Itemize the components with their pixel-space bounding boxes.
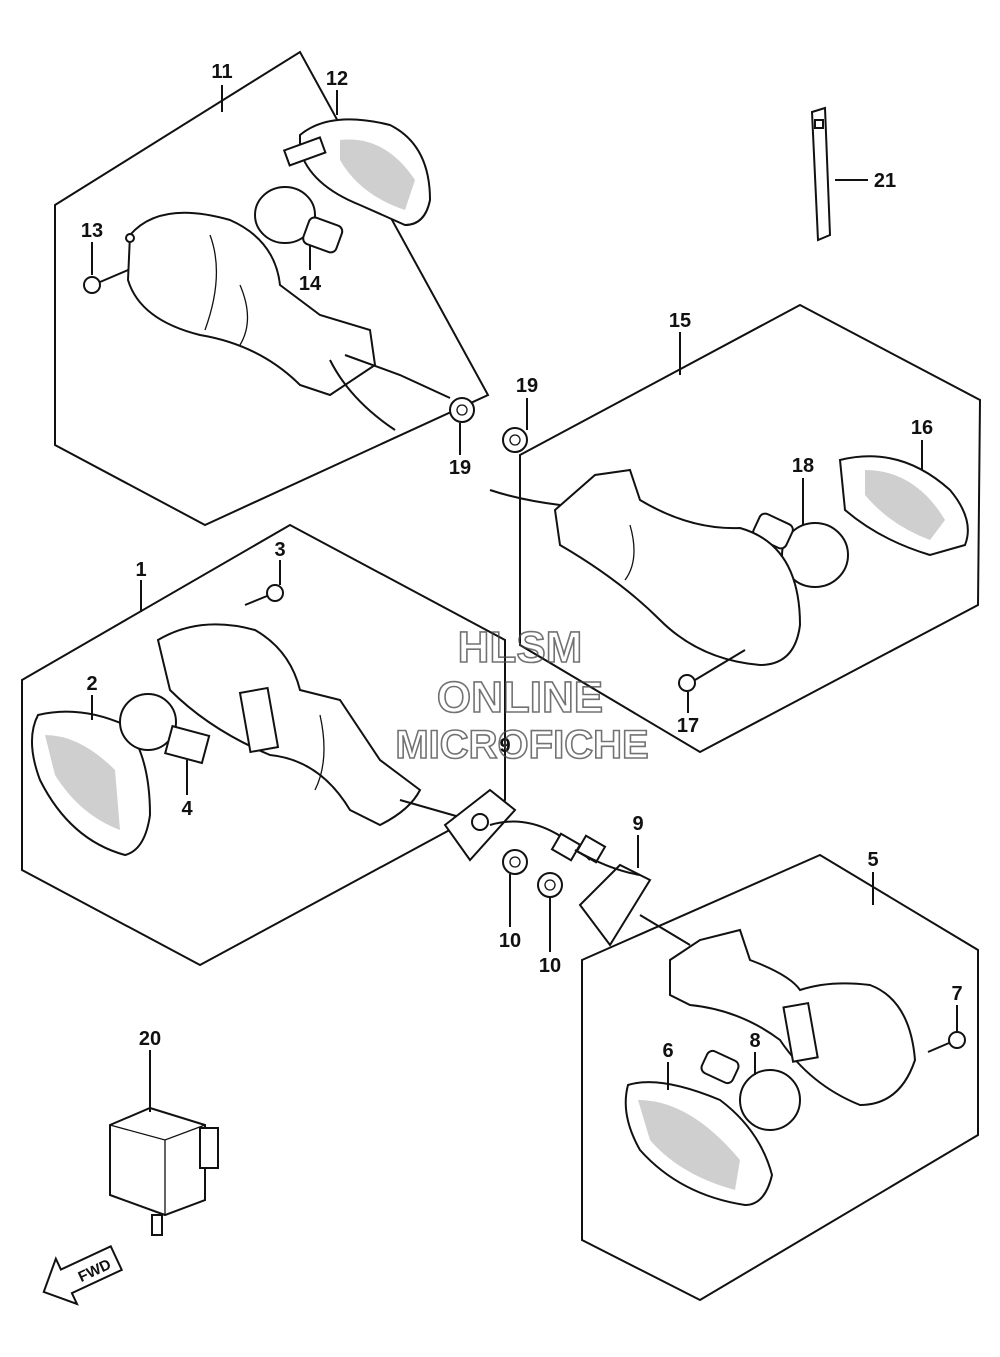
callout-10-b: 10 xyxy=(539,955,561,977)
callout-15: 15 xyxy=(669,310,691,332)
bulb-14 xyxy=(254,186,344,254)
assembly-box-5 xyxy=(581,853,979,1302)
nut-10-b xyxy=(537,872,563,898)
watermark-line-2: ONLINE xyxy=(437,673,603,722)
screw-17 xyxy=(678,649,746,692)
callout-9-a: 9 xyxy=(499,735,510,757)
callout-4: 4 xyxy=(181,798,193,820)
lens-6 xyxy=(624,1081,774,1207)
callout-19-a: 19 xyxy=(516,375,538,397)
watermark-line-1: HLSM xyxy=(458,623,583,672)
lens-12 xyxy=(282,118,432,227)
watermark: HLSM ONLINE MICROFICHE xyxy=(395,622,650,768)
callout-18: 18 xyxy=(792,455,814,477)
screw-13 xyxy=(83,269,129,294)
callout-19-b: 19 xyxy=(449,457,471,479)
assembly-box-11 xyxy=(54,50,490,527)
leader-lines xyxy=(91,85,958,1112)
screw-7 xyxy=(927,1031,966,1053)
callout-13: 13 xyxy=(81,220,103,242)
callout-21: 21 xyxy=(874,170,896,192)
callout-12: 12 xyxy=(326,68,348,90)
nut-19-a xyxy=(449,397,475,423)
callout-7: 7 xyxy=(951,983,962,1005)
turn-signal-housing-1 xyxy=(156,623,471,827)
callout-20: 20 xyxy=(139,1028,161,1050)
callout-16: 16 xyxy=(911,417,933,439)
assembly-box-15 xyxy=(489,303,982,754)
turn-signal-housing-15 xyxy=(489,468,802,667)
callout-6: 6 xyxy=(662,1040,673,1062)
nut-19-b xyxy=(502,427,528,453)
callout-17: 17 xyxy=(677,715,699,737)
turn-signal-housing-11 xyxy=(125,211,451,431)
callout-10-a: 10 xyxy=(499,930,521,952)
gasket-9-right xyxy=(550,832,652,947)
gasket-9-left xyxy=(443,788,607,864)
callout-14: 14 xyxy=(299,273,322,295)
callout-5: 5 xyxy=(867,849,878,871)
bulb-8 xyxy=(700,1049,801,1131)
callout-1: 1 xyxy=(135,559,146,581)
turn-signal-housing-5 xyxy=(639,914,917,1107)
nut-10-a xyxy=(502,849,528,875)
lens-16 xyxy=(838,455,969,557)
lens-2 xyxy=(30,710,152,857)
callout-8: 8 xyxy=(749,1030,760,1052)
callout-11: 11 xyxy=(211,61,232,83)
fwd-arrow-icon: FWD xyxy=(42,1244,124,1306)
watermark-line-3: MICROFICHE xyxy=(395,723,648,767)
callout-2: 2 xyxy=(86,673,97,695)
assembly-box-1 xyxy=(21,523,506,967)
callout-9-b: 9 xyxy=(632,813,643,835)
band-21 xyxy=(810,106,832,242)
callout-labels: 11 12 13 14 21 15 19 19 16 18 17 1 3 2 4… xyxy=(81,61,963,1062)
bulb-4 xyxy=(119,693,211,765)
screw-3 xyxy=(244,584,284,606)
callout-3: 3 xyxy=(274,539,285,561)
relay-20 xyxy=(109,1106,219,1236)
